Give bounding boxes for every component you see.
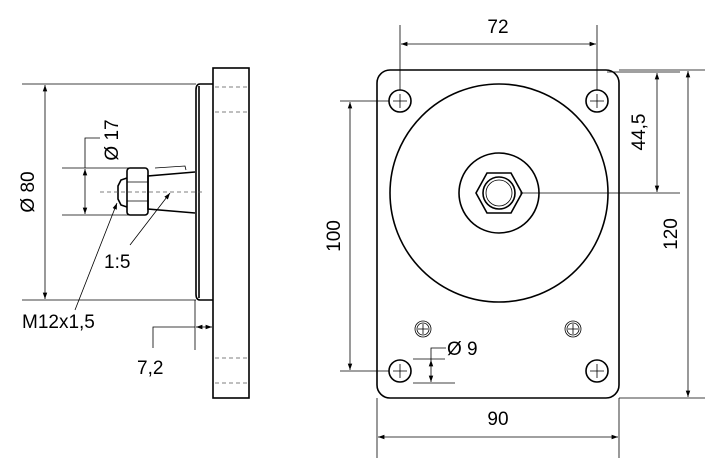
mounting-hole xyxy=(585,359,609,383)
thread-label: M12x1,5 xyxy=(22,312,95,333)
dim-diameter-80: Ø 80 xyxy=(18,171,39,212)
dim-100: 100 xyxy=(324,220,345,252)
port-holes xyxy=(414,320,582,338)
shaft-tip xyxy=(117,177,128,208)
front-view: 72 44,5 120 100 90 Ø 9 xyxy=(324,17,705,458)
dim-72: 72 xyxy=(487,17,508,38)
flange-outline xyxy=(376,69,620,399)
mounting-hole xyxy=(388,359,412,383)
mounting-hole xyxy=(585,89,609,113)
key xyxy=(154,165,187,171)
dim-90: 90 xyxy=(487,409,508,430)
dim-hole-diameter-9: Ø 9 xyxy=(447,339,478,360)
hidden-bolt-holes xyxy=(215,86,247,384)
mounting-flange xyxy=(212,67,250,399)
taper-ratio-label: 1:5 xyxy=(104,252,130,273)
shaft-nut-hex xyxy=(475,172,523,214)
shaft-nut xyxy=(126,167,149,216)
dim-44-5: 44,5 xyxy=(629,114,650,151)
mounting-holes xyxy=(388,89,609,383)
side-view: Ø 80 Ø 17 1:5 M12x1,5 7,2 xyxy=(18,67,250,399)
dim-120: 120 xyxy=(661,218,682,250)
mounting-hole xyxy=(388,89,412,113)
dim-diameter-17: Ø 17 xyxy=(102,119,123,160)
dim-7-2: 7,2 xyxy=(137,358,163,379)
pilot-body xyxy=(195,83,213,301)
tapered-shaft xyxy=(147,171,196,214)
